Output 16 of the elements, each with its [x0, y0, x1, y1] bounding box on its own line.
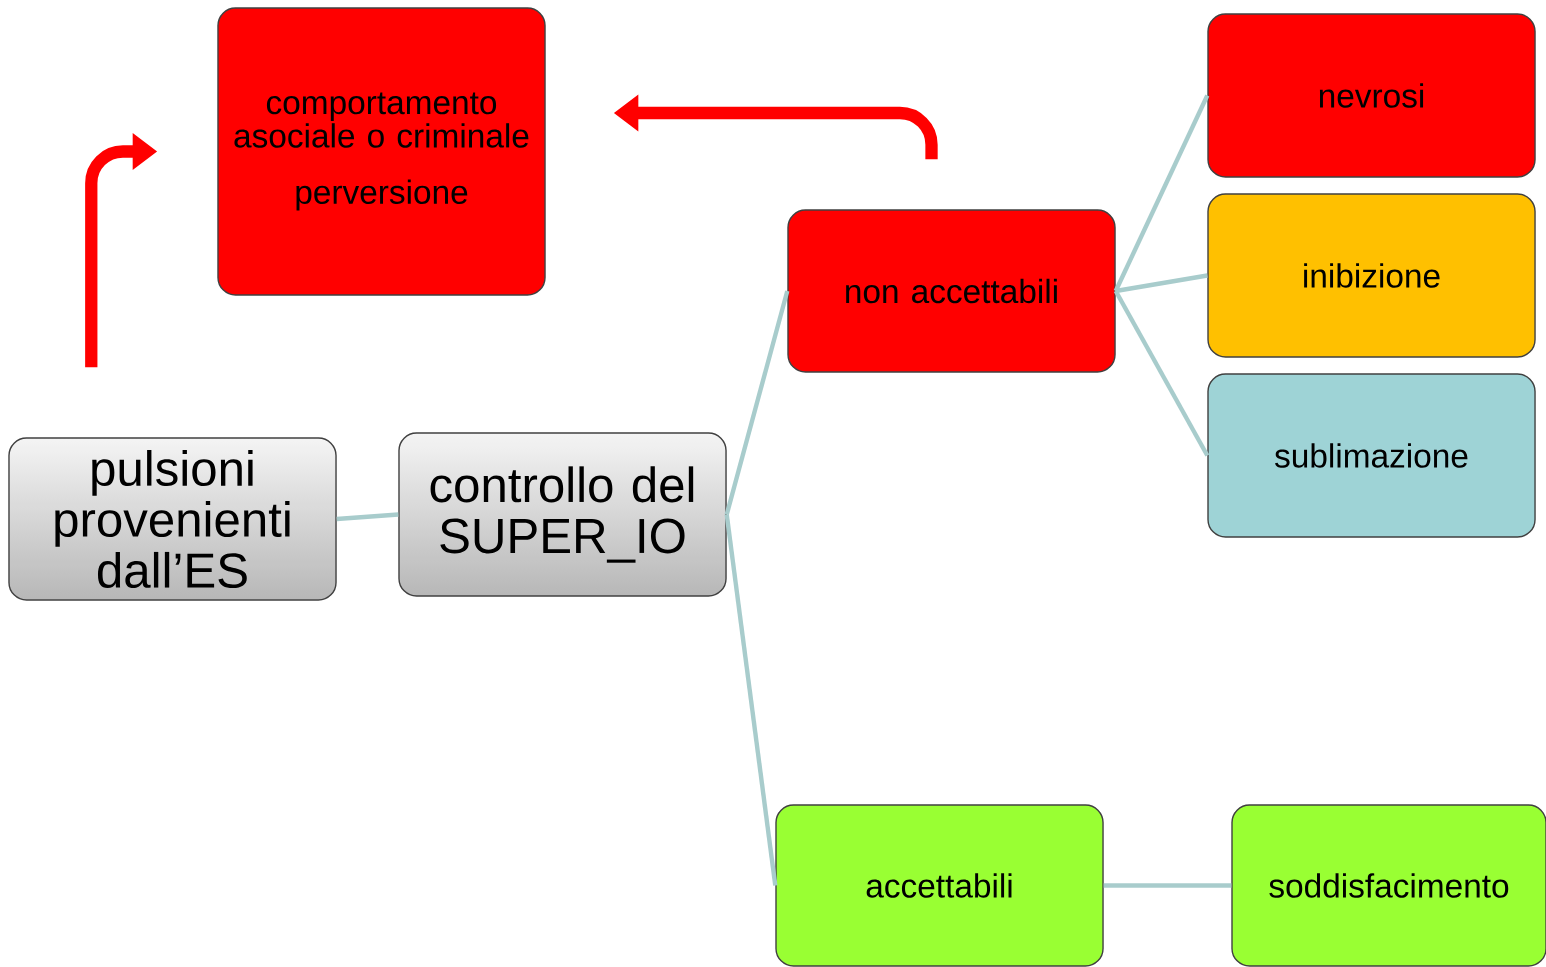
concept-box: comportamento asociale o criminale perversione: [217, 7, 546, 296]
concept-box: pulsioni provenienti dall’ES: [8, 437, 337, 601]
connector-line: [1113, 94, 1210, 292]
connector-line: [336, 512, 399, 522]
connector-line: [1113, 289, 1210, 457]
concept-box: controllo del SUPER_IO: [398, 432, 727, 597]
concept-box: soddisfacimento: [1231, 804, 1546, 967]
connector-line: [1115, 273, 1208, 294]
concept-box: nevrosi: [1207, 13, 1536, 178]
concept-box: sublimazione: [1207, 373, 1536, 538]
concept-box: accettabili: [775, 804, 1104, 967]
connector-line: [1103, 883, 1232, 888]
connector-line: [724, 290, 790, 516]
connector-line: [724, 514, 778, 886]
concept-box: non accettabili: [787, 209, 1116, 373]
concept-box: inibizione: [1207, 193, 1536, 358]
